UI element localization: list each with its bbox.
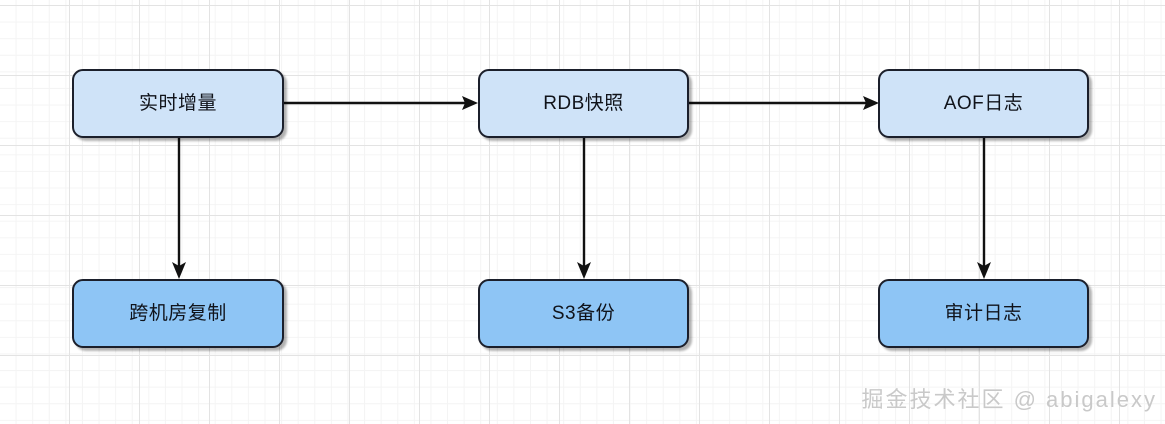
node-label: S3备份 [551, 303, 616, 324]
edge-realtime-to-rdb [284, 87, 480, 119]
watermark: 掘金技术社区 @ abigalexy [861, 387, 1157, 412]
node-cross-datacenter-replication[interactable]: 跨机房复制 [72, 279, 284, 348]
node-audit-log[interactable]: 审计日志 [878, 279, 1089, 348]
edge-rdb-to-aof [689, 87, 881, 119]
edge-rdb-to-s3 [568, 138, 600, 282]
node-s3-backup[interactable]: S3备份 [478, 279, 689, 348]
node-label: RDB快照 [543, 93, 624, 114]
edge-aof-to-audit [968, 138, 1000, 282]
node-label: 审计日志 [944, 303, 1023, 324]
node-label: 跨机房复制 [129, 303, 227, 324]
node-label: AOF日志 [943, 93, 1024, 114]
node-aof-log[interactable]: AOF日志 [878, 69, 1089, 138]
node-rdb-snapshot[interactable]: RDB快照 [478, 69, 689, 138]
node-label: 实时增量 [138, 93, 217, 114]
node-realtime-increment[interactable]: 实时增量 [72, 69, 284, 138]
edge-realtime-to-crossroom [163, 138, 195, 282]
